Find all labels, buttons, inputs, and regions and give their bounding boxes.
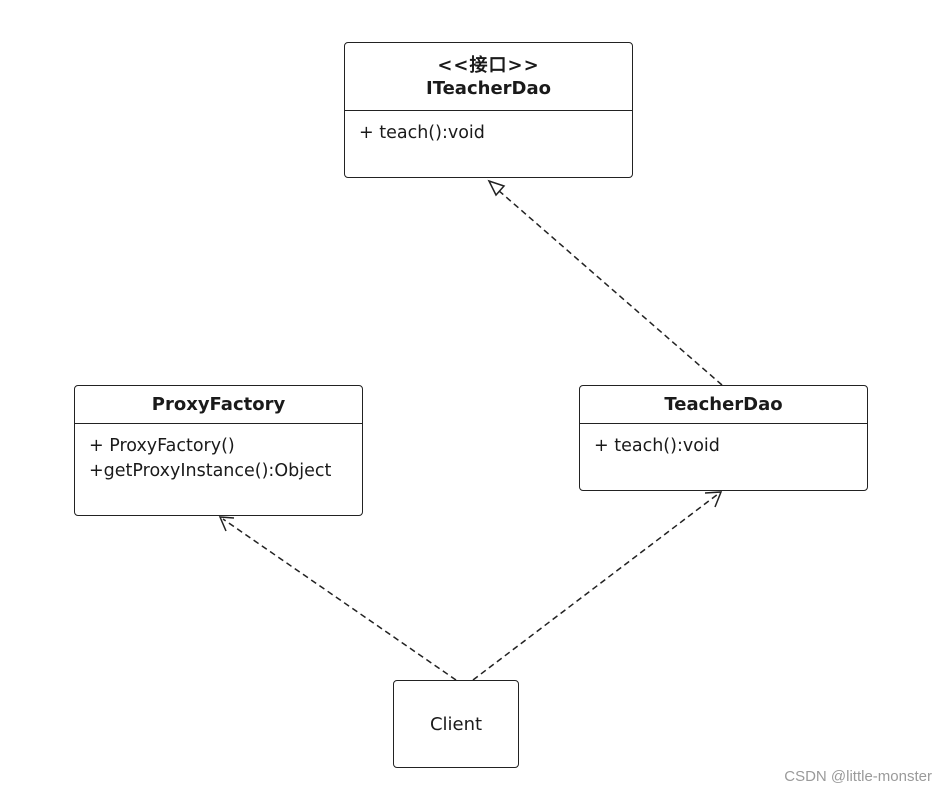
stereotype-label: <<接口>>	[437, 54, 540, 76]
method-item: + teach():void	[594, 436, 720, 456]
class-header: TeacherDao	[580, 386, 867, 424]
class-name: ITeacherDao	[426, 77, 551, 99]
class-box-client[interactable]: Client	[393, 680, 519, 768]
realization-edge-teacherdao-iteacherdao	[487, 179, 723, 386]
watermark: CSDN @little-monster	[784, 768, 932, 785]
hollow-triangle-arrowhead	[487, 179, 506, 197]
class-header: <<接口>> ITeacherDao	[345, 43, 632, 111]
class-box-proxyfactory[interactable]: ProxyFactory + ProxyFactory() +getProxyI…	[74, 385, 363, 516]
class-members: + teach():void	[345, 111, 632, 146]
method-item: +getProxyInstance():Object	[89, 461, 332, 481]
class-name: ProxyFactory	[151, 394, 286, 415]
open-arrowhead	[218, 516, 235, 532]
class-name: Client	[429, 713, 483, 735]
class-members: + teach():void	[580, 424, 867, 459]
class-members: + ProxyFactory() +getProxyInstance():Obj…	[75, 424, 362, 484]
class-box-teacherdao[interactable]: TeacherDao + teach():void	[579, 385, 868, 491]
class-name: TeacherDao	[664, 394, 783, 415]
method-item: + teach():void	[359, 123, 485, 143]
dependency-edge-client-proxyfactory	[218, 516, 457, 681]
class-box-iteacherdao[interactable]: <<接口>> ITeacherDao + teach():void	[344, 42, 633, 178]
open-arrowhead	[704, 491, 723, 508]
class-header: ProxyFactory	[75, 386, 362, 424]
dependency-edge-client-teacherdao	[472, 491, 723, 681]
method-item: + ProxyFactory()	[89, 436, 235, 456]
